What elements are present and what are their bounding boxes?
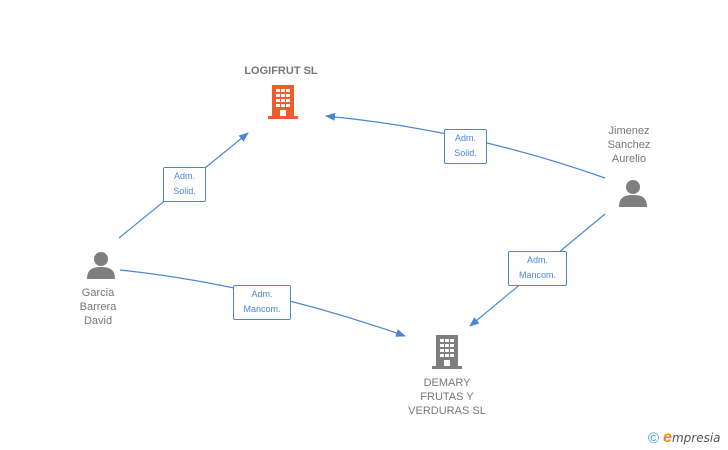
edge-label-jimenez-logifrut[interactable]: Adm. Solid. [444,129,487,164]
node-name-line: FRUTAS Y [420,391,474,403]
edge-label-garcia-demary[interactable]: Adm. Mancom. [233,285,291,320]
edge-label-line: Adm. [251,289,273,299]
edge-label-line: Adm. [173,171,195,181]
person-icon[interactable] [86,250,116,280]
node-name-line: David [83,315,113,327]
node-name-line: Sanchez [607,139,651,151]
node-name-line: DEMARY [423,377,471,389]
brand-rest: mpresia [671,431,721,445]
edge-label-line: Mancom. [518,270,556,280]
node-name-line: VERDURAS SL [408,405,486,417]
node-title-garcia: Garcia Barrera David [58,286,138,328]
copyright-icon: © [648,429,660,447]
edge-label-line: Solid. [454,148,477,158]
node-title-jimenez: Jimenez Sanchez Aurelio [589,124,669,166]
node-name-line: Garcia [81,287,115,299]
footer-brand: © empresia [648,428,721,448]
node-name-line: Barrera [79,301,117,313]
edge-label-line: Mancom. [243,304,281,314]
node-name-logifrut: LOGIFRUT SL [244,65,318,77]
node-name-line: Jimenez [608,125,650,137]
edge-label-jimenez-demary[interactable]: Adm. Mancom. [508,251,567,286]
node-title-demary: DEMARY FRUTAS Y VERDURAS SL [387,376,507,418]
empresia-logo: empresia [663,429,720,447]
edge-label-line: Adm. [526,255,548,265]
node-title-logifrut: LOGIFRUT SL [211,64,351,78]
edge-label-line: Adm. [454,133,476,143]
building-icon[interactable] [267,84,299,120]
node-name-line: Aurelio [611,153,647,165]
edge-label-garcia-logifrut[interactable]: Adm. Solid. [163,167,206,202]
edge-label-line: Solid. [173,186,196,196]
person-icon[interactable] [618,178,648,208]
building-icon[interactable] [431,334,463,370]
brand-initial: e [663,429,672,446]
